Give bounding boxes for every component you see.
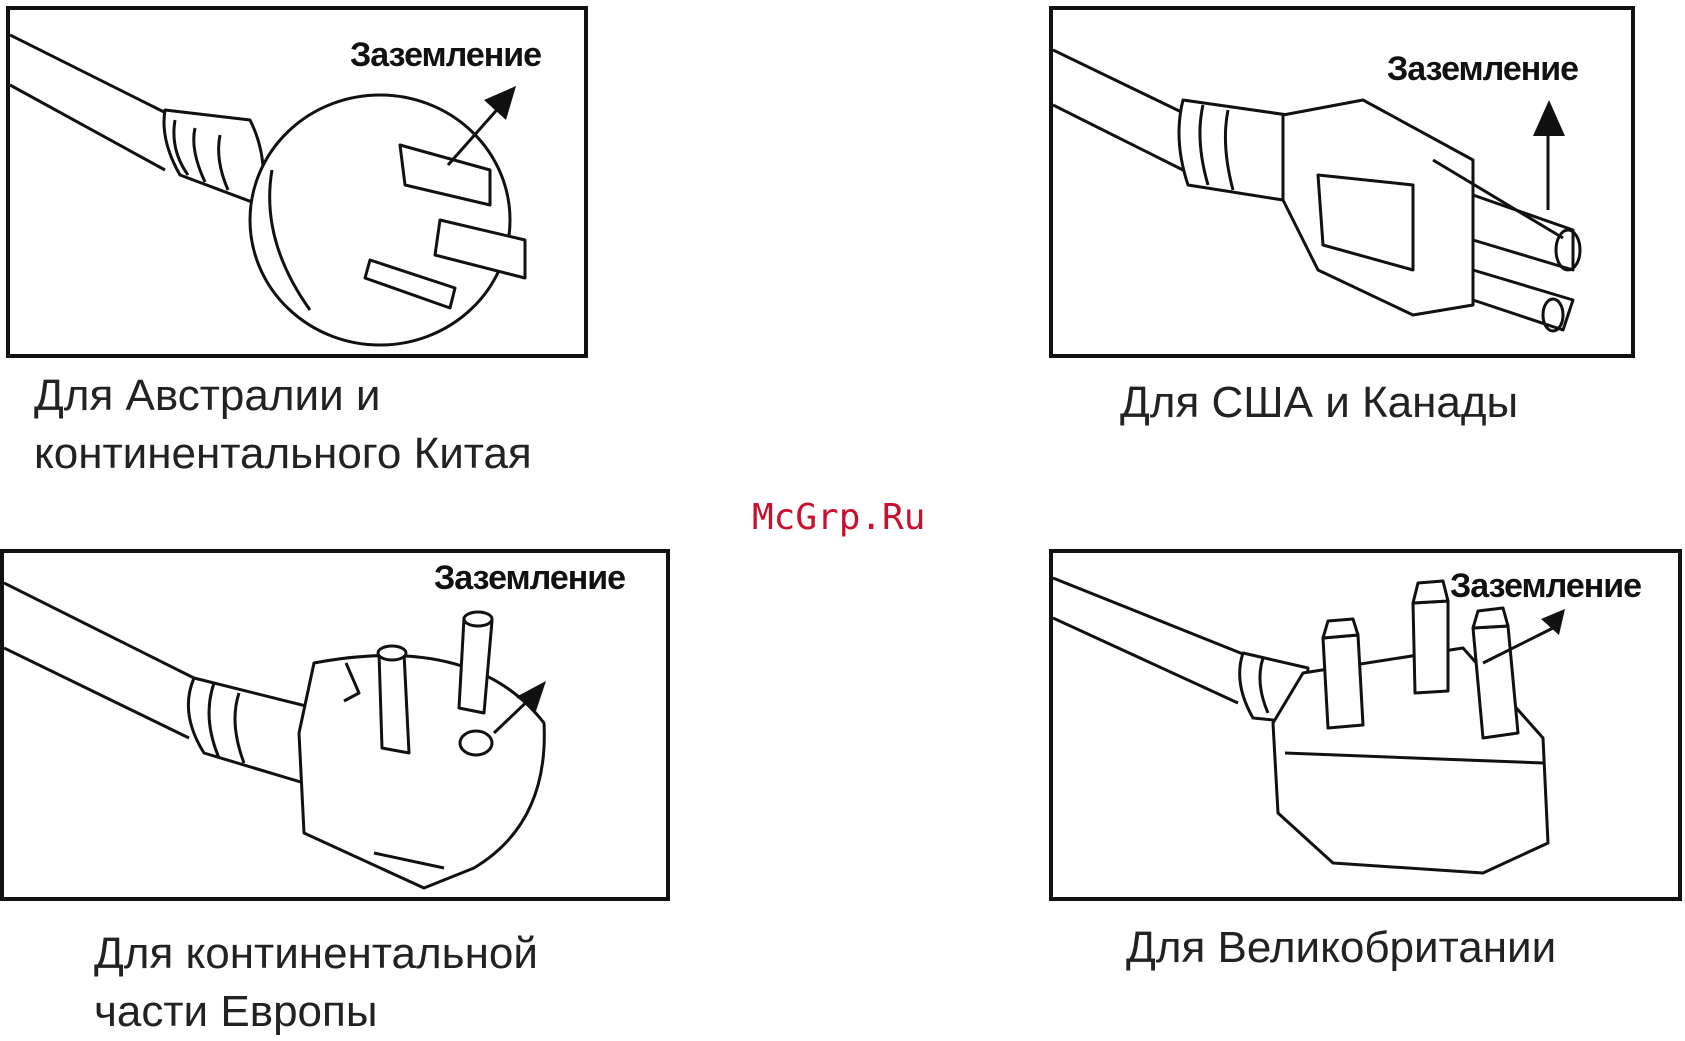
watermark: McGrp.Ru [752,497,925,538]
caption-uk: Для Великобритании [1126,919,1556,977]
ground-label: Заземление [1450,567,1641,606]
europe-plug-illustration [4,553,670,901]
plug-panel-europe: Заземление [0,549,670,901]
caption-europe: Для континентальной части Европы [94,925,538,1041]
ground-label: Заземление [350,36,541,75]
plug-panel-uk: Заземление [1049,549,1682,901]
caption-line: Для континентальной [94,925,538,983]
ground-label: Заземление [1387,50,1578,89]
caption-usa-canada: Для США и Канады [1120,374,1518,432]
ground-label: Заземление [434,559,625,598]
caption-australia-china: Для Австралии и континентального Китая [34,367,532,483]
caption-line: части Европы [94,983,538,1041]
caption-line: Для Австралии и [34,367,532,425]
caption-line: Для Великобритании [1126,919,1556,977]
plug-panel-usa-canada: Заземление [1049,6,1635,358]
caption-line: Для США и Канады [1120,374,1518,432]
caption-line: континентального Китая [34,425,532,483]
plug-panel-australia-china: Заземление [6,6,588,358]
